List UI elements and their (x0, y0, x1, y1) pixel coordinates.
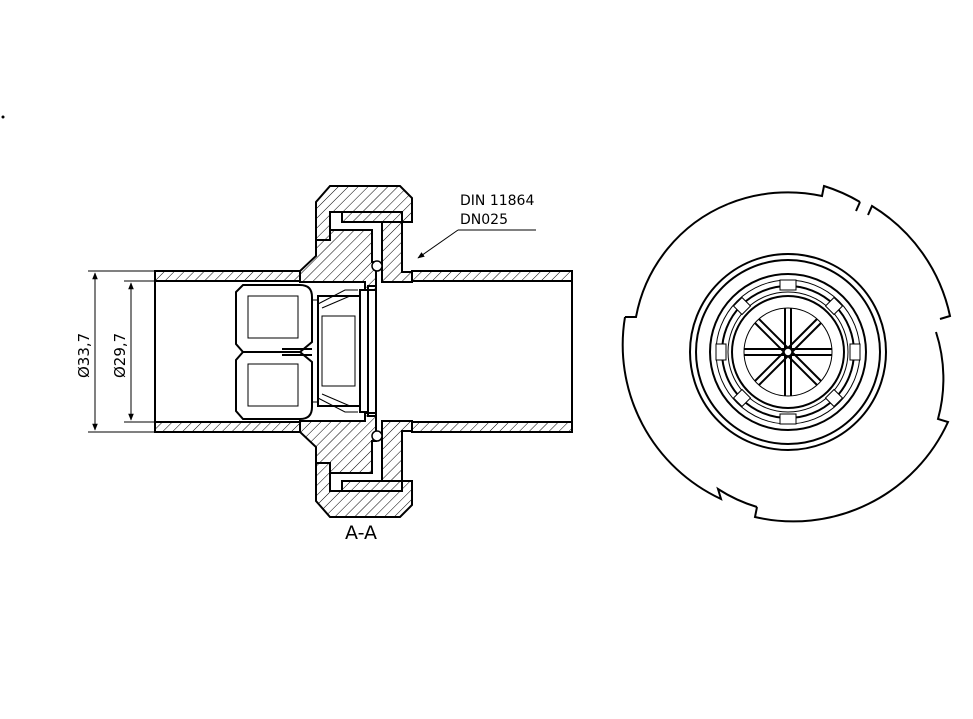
section-label: A-A (345, 522, 377, 544)
grip-lugs (715, 279, 861, 425)
annotation-standard: DIN 11864 (460, 193, 534, 209)
nut-thread-top (341, 211, 403, 223)
section-view: DIN 11864 DN025 A-A (154, 185, 573, 544)
collar-top (381, 221, 413, 283)
center-hub (783, 347, 793, 357)
dim-outer-text: Ø33,7 (75, 333, 93, 378)
pipe-wall-bottom-right (411, 421, 573, 433)
ring-1 (689, 253, 887, 451)
liner-bottom (299, 412, 377, 474)
annotation-leader (417, 229, 459, 259)
valve-insert (235, 284, 377, 420)
pipe-wall-top-right (411, 270, 573, 282)
ring-3 (709, 273, 867, 431)
dimensions: Ø33,7 Ø29,7 (75, 270, 155, 433)
stray-dot (1, 115, 5, 119)
o-ring-top (371, 260, 383, 272)
pipe-wall-bottom-left (154, 421, 311, 433)
ring-6 (727, 291, 849, 413)
nut-outer-outline (727, 184, 861, 205)
annotation-size: DN025 (460, 212, 508, 228)
end-view (621, 184, 952, 523)
o-ring-bottom (371, 430, 383, 442)
dim-inner-text: Ø29,7 (111, 333, 129, 378)
collar-bottom (381, 420, 413, 482)
ring-8 (743, 307, 833, 397)
ring-7 (731, 295, 845, 409)
ring-2 (695, 259, 881, 445)
nut-thread-bottom (341, 480, 403, 492)
pipe-wall-top-left (154, 270, 311, 282)
liner-top (299, 229, 377, 291)
